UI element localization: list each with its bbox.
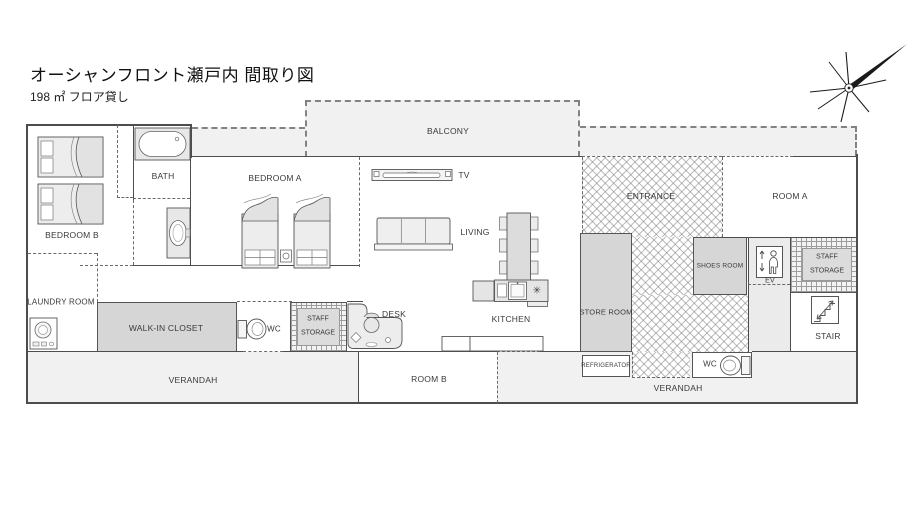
wc-left-label: WC [267, 324, 281, 334]
wall-verandah-top-3 [540, 351, 580, 352]
stair-icon-box [811, 296, 839, 324]
toilet-icon-left [237, 318, 267, 340]
dash-room-b-right [497, 352, 498, 403]
balcony-area-right [580, 126, 857, 156]
shoes-room-block [693, 237, 747, 295]
wall-verandah-top-2 [283, 351, 497, 352]
walk-in-closet-label: WALK-IN CLOSET [128, 323, 204, 333]
bedroom-a-label: BEDROOM A [248, 173, 302, 183]
dash-wc-left-top [237, 301, 292, 302]
wall-ev-left [748, 237, 749, 352]
dash-bedroom-b-right [117, 125, 118, 198]
bed-icon-bedroom-a-2 [293, 193, 331, 269]
store-room-block [580, 233, 632, 352]
verandah-left-area [28, 352, 358, 402]
dash-entrance-right [722, 157, 723, 237]
walkway-hatch-mid [632, 237, 693, 295]
wall-outer-bottom [26, 402, 858, 404]
page-subtitle: 198 ㎡ フロア貸し [30, 90, 129, 104]
wall-room-b-left [358, 351, 359, 402]
bed-icon-bedroom-b-2 [37, 183, 104, 225]
wall-bath-right-upper [190, 124, 192, 158]
desk-label: DESK [382, 309, 406, 319]
walkway-hatch-lower [632, 295, 748, 352]
shoes-room-label: SHOES ROOM [696, 262, 744, 270]
dash-bedroom-b-corner [117, 197, 133, 198]
wall-bedroom-a-bottom [133, 265, 360, 266]
dash-entrance-left [582, 157, 583, 233]
room-b-label: ROOM B [411, 374, 447, 384]
tv-icon [371, 169, 453, 181]
wall-verandah-top-1 [27, 351, 243, 352]
bed-icon-bedroom-a-1 [241, 193, 279, 269]
dash-laundry-right [97, 253, 98, 302]
balcony-label: BALCONY [426, 126, 470, 136]
dash-entrance-top [582, 156, 722, 157]
ev-label: EV [765, 277, 775, 285]
sofa-icon [374, 217, 453, 251]
bedroom-b-label: BEDROOM B [45, 230, 99, 240]
room-b-area [359, 352, 497, 402]
dash-living-left [359, 157, 360, 267]
kitchen-label: KITCHEN [491, 314, 531, 324]
refrigerator-box [582, 355, 630, 377]
staff-storage-right-label: STAFF STORAGE [809, 253, 845, 274]
entrance-label: ENTRANCE [626, 191, 676, 201]
staff-storage-right-card [802, 248, 852, 281]
tv-label: TV [458, 170, 470, 180]
bathtub-icon [134, 127, 191, 161]
stair-label: STAIR [815, 331, 841, 341]
room-a-label: ROOM A [772, 191, 808, 201]
dash-ev-door [748, 284, 790, 285]
wall-top-mid [192, 156, 582, 157]
wc-right-label: WC [703, 359, 717, 369]
living-label: LIVING [460, 227, 490, 237]
verandah-left-label: VERANDAH [168, 375, 218, 385]
wall-desk-top [347, 301, 363, 302]
nightstand-icon [280, 249, 292, 263]
wall-outer-left [26, 124, 28, 404]
wall-verandah-top-4 [752, 351, 856, 352]
washing-machine-icon [29, 317, 58, 350]
dash-walkway-bottom [632, 377, 690, 378]
elevator-icon-box [756, 246, 783, 278]
wall-room-a-bottom [722, 237, 856, 238]
wall-room-a-top [793, 156, 856, 157]
wall-outer-top [26, 124, 192, 126]
gas-stove-icon: ✳ [532, 285, 542, 297]
staff-storage-left-card [297, 308, 340, 346]
walkway-hatch-bottom [632, 352, 690, 378]
verandah-right-label: VERANDAH [653, 383, 703, 393]
washbasin-icon [166, 207, 191, 259]
wc-right-box [692, 352, 752, 378]
page-title: オーシャンフロント瀬戸内 間取り図 [30, 66, 315, 85]
refrigerator-label: REFRIGERATOR [581, 363, 631, 369]
wall-outer-right [856, 154, 858, 404]
wall-ev-right [790, 237, 791, 352]
bath-label: BATH [151, 171, 175, 181]
dash-verandah-door-1 [243, 351, 283, 352]
kitchen-island-icon [441, 336, 544, 352]
dash-room-a-top [722, 156, 793, 157]
compass-icon [809, 44, 907, 123]
store-room-label: STORE ROOM [579, 307, 633, 317]
staff-storage-left-label: STAFF STORAGE [300, 315, 336, 336]
bed-icon-bedroom-b-1 [37, 136, 104, 178]
dash-bath-divider [133, 198, 190, 199]
wall-bath-right [190, 124, 191, 265]
dash-washroom-left [133, 200, 134, 265]
dining-table-icon [499, 212, 539, 282]
dash-corridor-top [80, 265, 133, 266]
wall-bath-left [133, 124, 134, 200]
balcony-area-left [192, 127, 305, 157]
dash-bedroom-b-bottom [28, 253, 97, 254]
laundry-room-label: LAUNDRY ROOM [27, 297, 95, 307]
dash-verandah-door-2 [497, 351, 540, 352]
entrance-hatch-area [582, 157, 722, 237]
balcony-area-center [305, 100, 580, 157]
dash-walkway-left [632, 352, 633, 378]
